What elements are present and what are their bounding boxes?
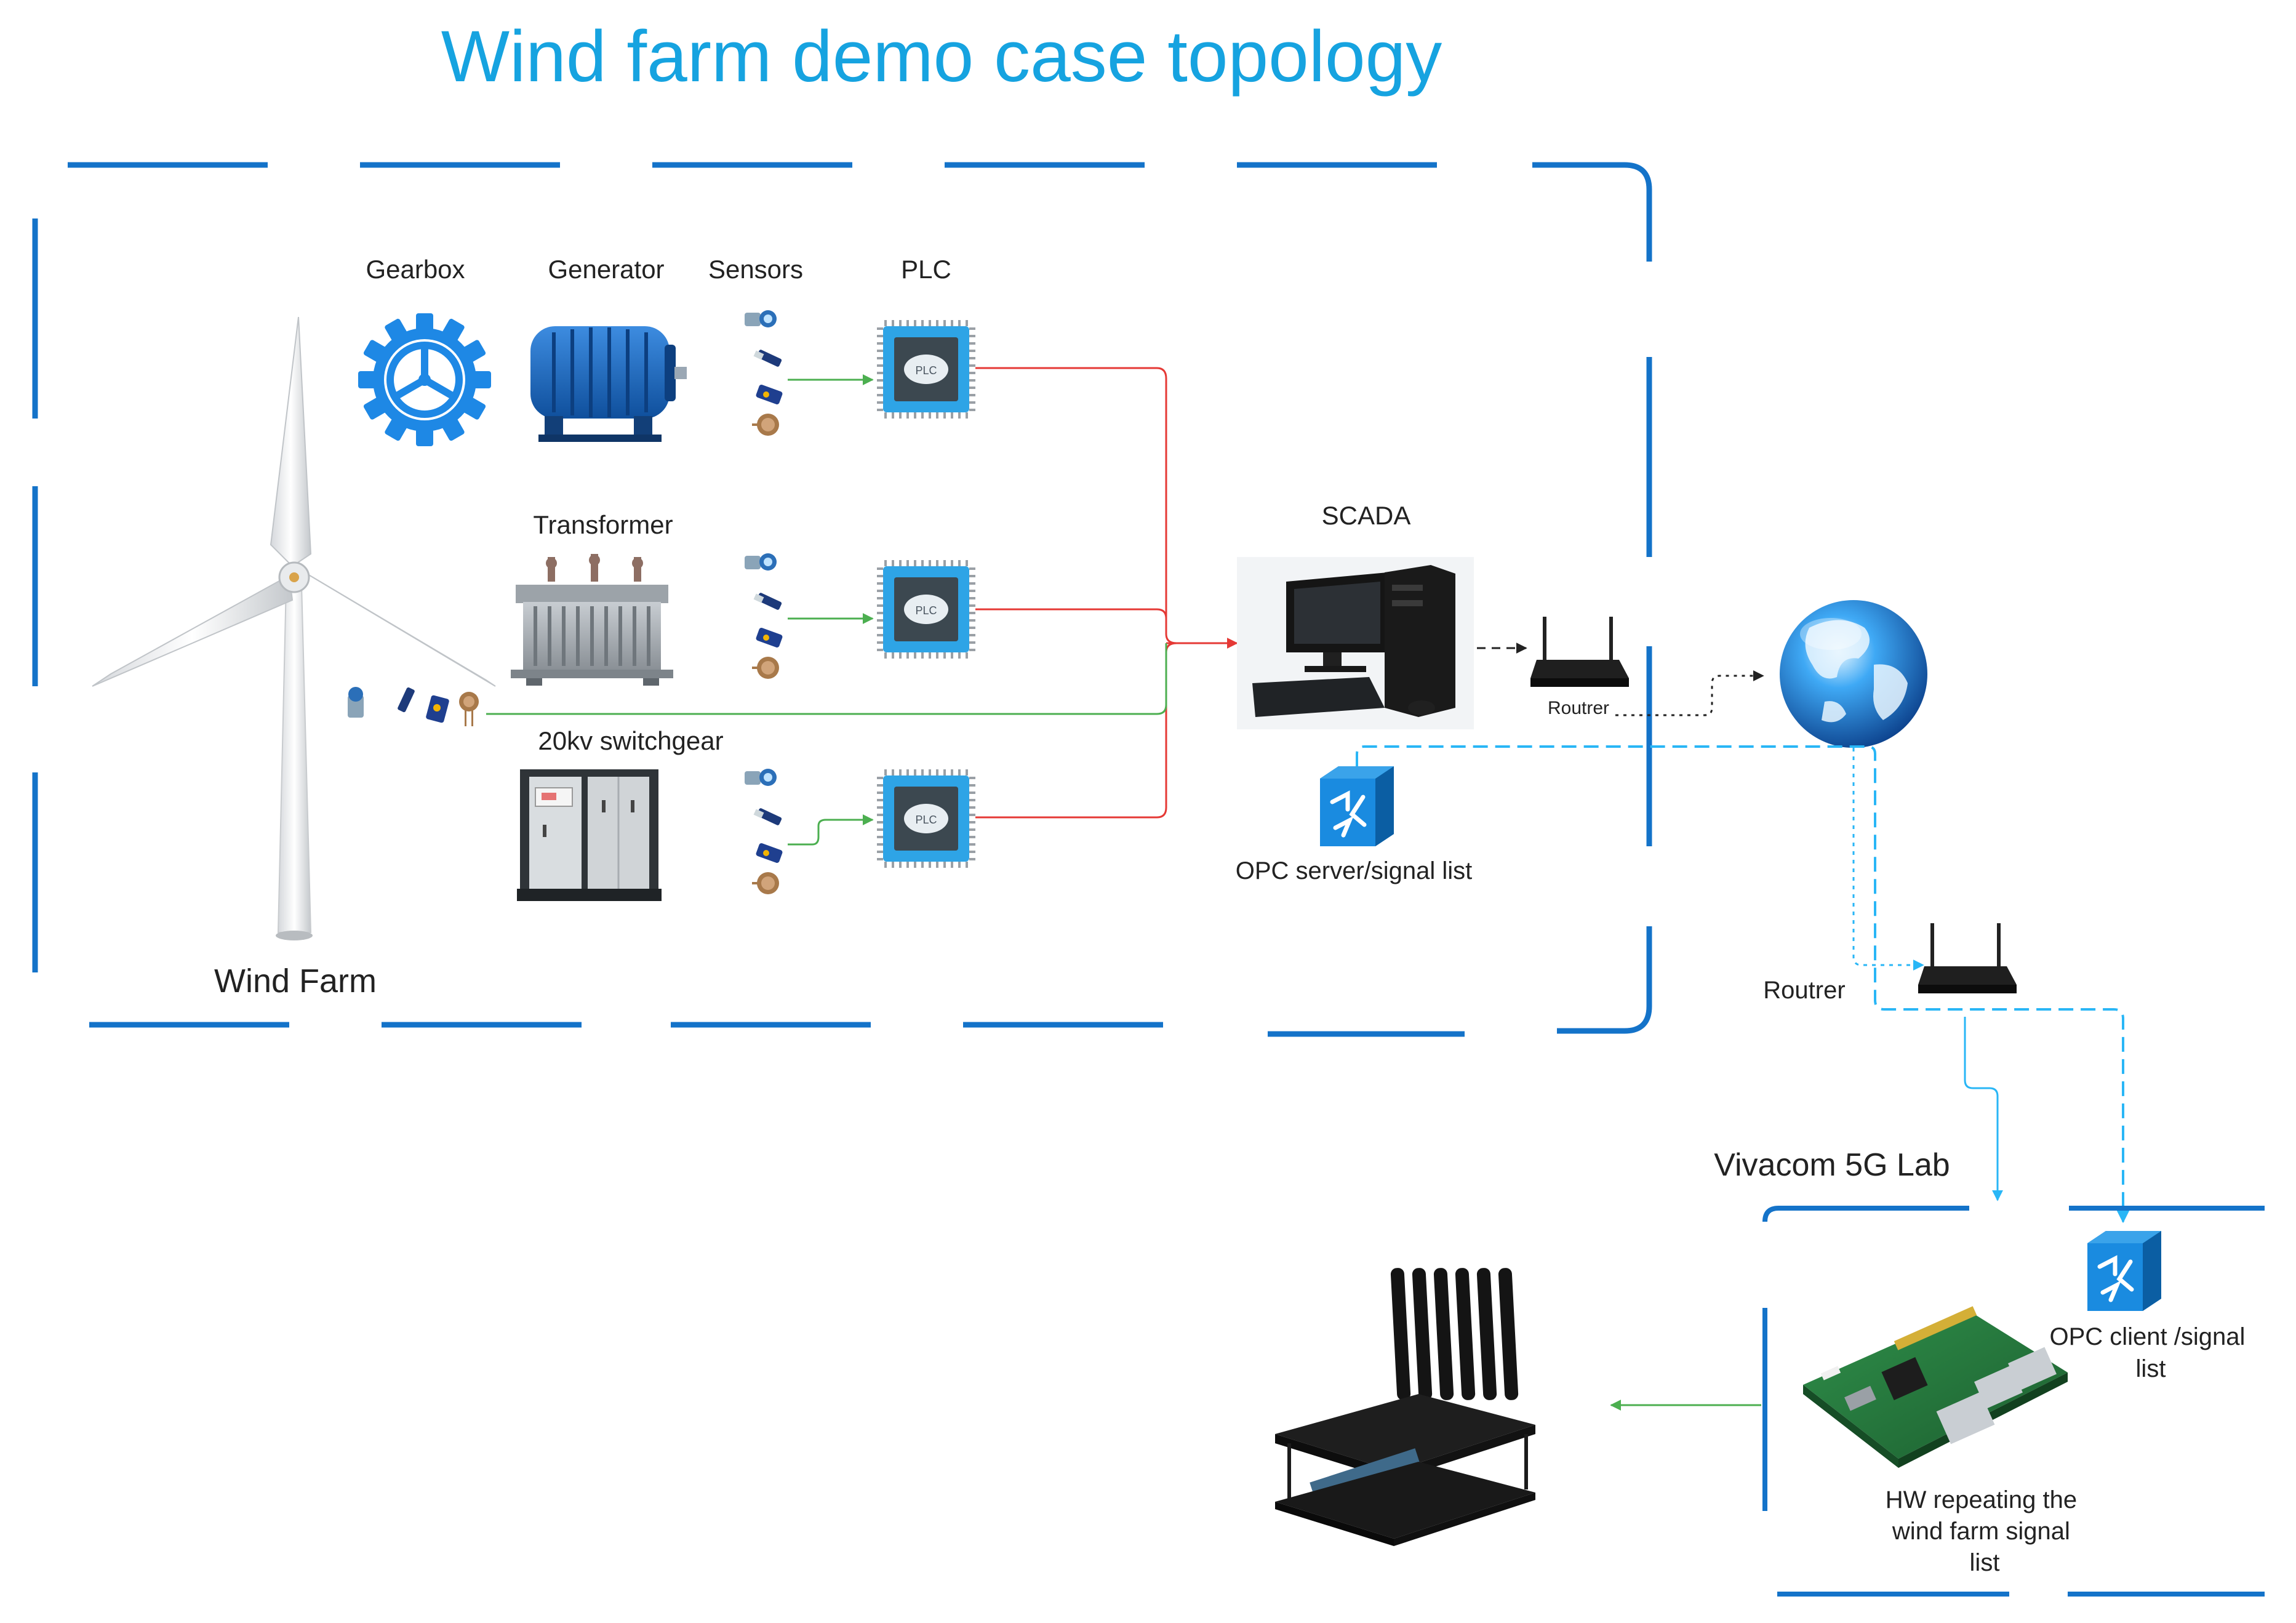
lab-title: Vivacom 5G Lab <box>1714 1147 1950 1183</box>
gearbox-label: Gearbox <box>366 255 465 284</box>
plc-chip-label: PLC <box>915 364 937 377</box>
hw-label-line2: wind farm signal <box>1892 1518 2070 1545</box>
raspberry-pi-board-image <box>1803 1306 2068 1468</box>
plc-chip-row1: PLC <box>877 320 975 419</box>
internet-globe-icon <box>1780 600 1927 748</box>
plc-label: PLC <box>901 255 951 284</box>
router-icon-lab <box>1918 923 2017 993</box>
gearbox-icon <box>358 313 491 446</box>
turbine-sensor-link <box>486 643 1167 715</box>
switchgear-label: 20kv switchgear <box>538 726 723 755</box>
sensors-label: Sensors <box>708 255 803 284</box>
sensors-icon-row2 <box>745 553 783 679</box>
5g-modem-image <box>1275 1268 1535 1546</box>
lab-boundary <box>1762 1206 2265 1597</box>
transformer-label: Transformer <box>533 510 673 539</box>
opc-client-icon <box>2087 1231 2161 1311</box>
switchgear-icon <box>517 769 662 901</box>
plc-to-scada-links <box>975 367 1238 819</box>
opc-server-icon <box>1320 766 1394 846</box>
router-label-scada: Routrer <box>1548 698 1609 718</box>
hw-label-line3: list <box>1970 1549 2000 1576</box>
plc-chip-row3: PLC <box>877 769 975 868</box>
plc-chip-label: PLC <box>915 604 937 617</box>
opc-client-label: OPC client /signal list <box>2049 1323 2252 1382</box>
hw-label: HW repeating the wind farm signal list <box>1886 1486 2084 1576</box>
wind-farm-label: Wind Farm <box>214 963 377 1000</box>
opc-server-label: OPC server/signal list <box>1236 857 1473 884</box>
opc-client-label-line2: list <box>2136 1355 2166 1382</box>
sensors-icon-row1 <box>745 310 783 436</box>
sensors-icon-row3 <box>745 769 783 894</box>
plc-chip-row2: PLC <box>877 560 975 659</box>
opc-network-links <box>1356 745 2130 1224</box>
plc-chip-label: PLC <box>915 814 937 826</box>
scada-label: SCADA <box>1322 501 1411 530</box>
diagram-title: Wind farm demo case topology <box>441 16 1442 97</box>
sensors-icon-turbine <box>348 687 479 726</box>
generator-icon <box>530 326 687 442</box>
router-label-lab: Routrer <box>1763 977 1845 1004</box>
sensor-to-plc-links <box>788 374 874 846</box>
generator-label: Generator <box>548 255 664 284</box>
hw-label-line1: HW repeating the <box>1886 1486 2077 1513</box>
opc-client-label-line1: OPC client /signal <box>2049 1323 2245 1350</box>
router-icon-scada <box>1530 617 1629 687</box>
wind-turbine-image <box>92 316 496 940</box>
router-to-internet-link <box>1615 670 1764 716</box>
transformer-icon <box>511 554 673 686</box>
wind-farm-boundary <box>32 162 1652 1037</box>
scada-computer-icon <box>1237 557 1474 729</box>
